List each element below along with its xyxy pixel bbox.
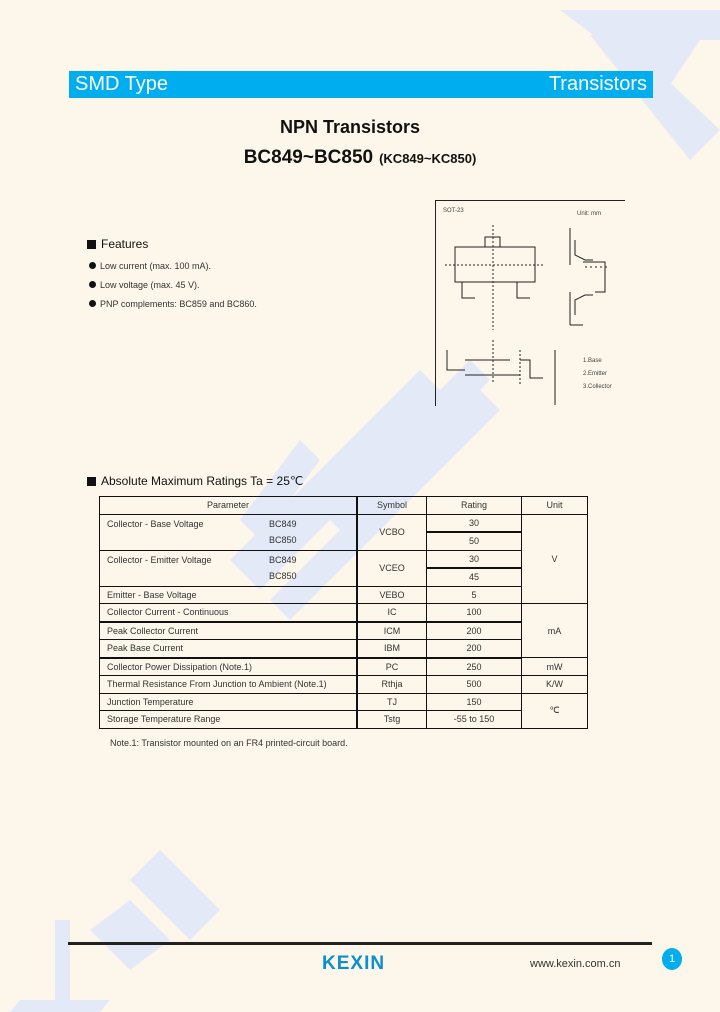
unit-cell: mA xyxy=(521,603,588,658)
table-row: Storage Temperature Range Tstg -55 to 15… xyxy=(99,710,588,729)
rating-cell: 200 xyxy=(426,621,522,640)
parameter-cell: Storage Temperature Range xyxy=(99,710,358,729)
symbol-cell: IBM xyxy=(356,639,427,659)
rating-cell: 50 xyxy=(426,531,522,551)
parameter-cell: Peak Collector Current xyxy=(99,621,358,640)
footer-divider xyxy=(68,942,652,945)
unit-cell: ℃ xyxy=(521,692,588,729)
absolute-maximum-ratings-table: Parameter Symbol Rating Unit Collector -… xyxy=(99,496,588,729)
square-bullet-icon xyxy=(87,239,96,249)
header-bar: SMD Type Transistors xyxy=(69,71,653,98)
symbol-cell: IC xyxy=(356,603,427,623)
parameter-cell: Thermal Resistance From Junction to Ambi… xyxy=(99,675,358,694)
table-row: Collector Power Dissipation (Note.1) PC … xyxy=(99,657,588,676)
feature-item: PNP complements: BC859 and BC860. xyxy=(89,294,257,313)
table-row: Thermal Resistance From Junction to Ambi… xyxy=(99,675,588,694)
table-note: Note.1: Transistor mounted on an FR4 pri… xyxy=(110,738,348,748)
kexin-logo: KEXIN xyxy=(322,953,386,974)
alt-part-number: (KC849~KC850) xyxy=(379,151,477,166)
table-row: Collector Current - Continuous IC 100 mA xyxy=(99,603,588,658)
symbol-cell: Rthja xyxy=(356,675,427,694)
table-row: Peak Base Current IBM 200 xyxy=(99,639,588,659)
parameter-cell: Emitter - Base Voltage xyxy=(99,585,358,604)
rating-cell: 100 xyxy=(426,603,522,623)
features-heading-label: Features xyxy=(101,237,149,251)
page-title: NPN Transistors xyxy=(279,117,421,137)
part-number: BC849~BC850 xyxy=(243,147,374,168)
feature-item: Low voltage (max. 45 V). xyxy=(89,275,257,294)
feature-item: Low current (max. 100 mA). xyxy=(89,256,257,275)
unit-cell: mW xyxy=(521,657,588,676)
ratings-heading-label: Absolute Maximum Ratings Ta = 25℃ xyxy=(101,474,304,488)
feature-text: Low current (max. 100 mA). xyxy=(100,260,212,271)
table-row: Peak Collector Current ICM 200 xyxy=(99,621,588,640)
rating-cell: 5 xyxy=(426,585,522,604)
rating-cell: 45 xyxy=(426,567,522,587)
symbol-cell: VCBO xyxy=(356,513,427,551)
rating-cell: 250 xyxy=(426,657,522,676)
unit-cell: K/W xyxy=(521,675,588,694)
rating-cell: 200 xyxy=(426,639,522,659)
sot23-package-diagram: SOT-23 Unit: mm 1.Base 2.Emitter 3.Colle… xyxy=(435,200,625,406)
column-header: Rating xyxy=(426,496,522,515)
parameter-cell: Collector Current - Continuous xyxy=(99,603,358,623)
rating-cell: 30 xyxy=(426,513,522,533)
feature-text: Low voltage (max. 45 V). xyxy=(100,279,200,290)
bullet-icon xyxy=(89,262,96,269)
pin-label: 2.Emitter xyxy=(583,371,607,377)
table-header-row: Parameter Symbol Rating Unit xyxy=(99,496,588,515)
table-row: Emitter - Base Voltage VEBO 5 xyxy=(99,585,588,604)
features-heading: Features xyxy=(87,237,148,251)
ratings-heading: Absolute Maximum Ratings Ta = 25℃ xyxy=(87,474,303,488)
symbol-cell: PC xyxy=(356,657,427,676)
bullet-icon xyxy=(89,281,96,288)
column-header: Unit xyxy=(521,496,588,515)
parameter-cell: Peak Base Current xyxy=(99,639,358,659)
unit-label: Unit: mm xyxy=(577,211,601,217)
table-row: 45 xyxy=(100,567,588,587)
column-header: Parameter xyxy=(99,496,358,515)
part-number-title: BC849~BC850 (KC849~KC850) xyxy=(0,147,720,169)
bullet-icon xyxy=(89,300,96,307)
square-bullet-icon xyxy=(87,476,96,486)
rating-cell: 30 xyxy=(426,549,522,569)
rating-cell: 500 xyxy=(426,675,522,694)
website-link[interactable]: www.kexin.com.cn xyxy=(530,958,621,970)
parameter-cell: Collector Power Dissipation (Note.1) xyxy=(99,657,358,676)
header-right-label: Transistors xyxy=(548,73,647,95)
pin-label: 1.Base xyxy=(583,358,602,364)
symbol-cell: Tstg xyxy=(356,710,427,729)
rating-cell: -55 to 150 xyxy=(426,710,522,729)
header-left-label: SMD Type xyxy=(75,73,168,95)
symbol-cell: TJ xyxy=(356,692,427,711)
package-label: SOT-23 xyxy=(443,208,464,214)
column-header: Symbol xyxy=(356,496,427,515)
symbol-cell: ICM xyxy=(356,621,427,640)
features-list: Low current (max. 100 mA). Low voltage (… xyxy=(89,256,257,313)
pin-label: 3.Collector xyxy=(583,384,612,390)
unit-cell: V xyxy=(521,513,588,604)
parameter-cell: Junction Temperature xyxy=(99,692,358,711)
page-number-badge: 1 xyxy=(662,948,682,970)
symbol-cell: VEBO xyxy=(356,585,427,604)
table-row: Junction Temperature TJ 150 ℃ xyxy=(99,692,588,729)
rating-cell: 150 xyxy=(426,692,522,711)
feature-text: PNP complements: BC859 and BC860. xyxy=(100,298,257,309)
symbol-cell: VCEO xyxy=(356,549,427,587)
